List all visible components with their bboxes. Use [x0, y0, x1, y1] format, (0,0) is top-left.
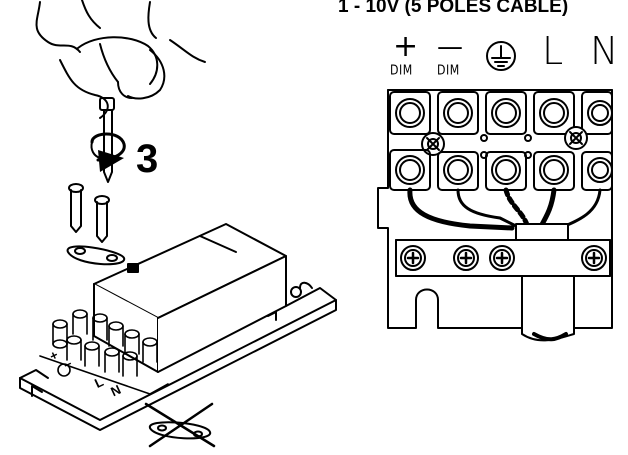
- plus-icon: +: [393, 29, 419, 64]
- screw-left: [68, 183, 84, 233]
- minus-icon: —: [437, 32, 463, 62]
- live-letter: L: [542, 29, 564, 73]
- clamp-screws: [400, 245, 607, 271]
- step-number: 3: [136, 137, 159, 181]
- terminal-label-dim-plus: DIM: [390, 62, 413, 79]
- crossed-out-clamp-icon: [144, 402, 216, 448]
- terminal-label-dim-minus: DIM: [437, 62, 460, 79]
- ground-icon: [486, 41, 516, 71]
- screw-right: [94, 195, 110, 243]
- terminal-block: [377, 89, 613, 342]
- led-driver: [19, 223, 337, 431]
- hand-with-screwdriver: [35, 0, 206, 119]
- neutral-letter: N: [590, 29, 619, 73]
- cable-clamp: [66, 245, 125, 266]
- rotate-arrow-icon: [90, 132, 126, 172]
- diagram-title: 1 - 10V (5 POLES CABLE): [338, 0, 569, 17]
